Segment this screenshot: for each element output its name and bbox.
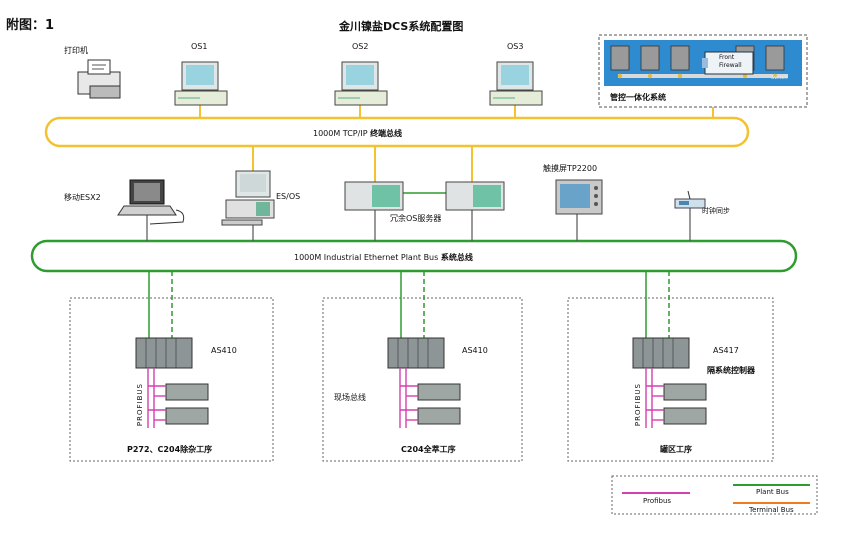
- server-right-icon: [445, 181, 505, 211]
- station-3-extra: 隔系统控制器: [707, 366, 755, 375]
- station-3-hardware: [632, 337, 707, 428]
- printer-icon: [77, 59, 121, 99]
- plant-bus: [30, 239, 798, 273]
- station-1-hardware: [135, 337, 209, 428]
- station-box-3: [567, 297, 774, 462]
- page-title: 金川镍盐DCS系统配置图: [339, 20, 464, 33]
- station-2-caption: C204全萃工序: [401, 445, 456, 454]
- switch-label: Switch: [771, 75, 788, 81]
- printer-label: 打印机: [64, 46, 88, 55]
- mobile-es-label: 移动ESX2: [64, 193, 101, 202]
- os2-computer-icon: [334, 61, 388, 106]
- legend-plant-bus-label: Plant Bus: [756, 488, 789, 496]
- time-sync-icon: [674, 190, 706, 209]
- station-2-hardware: [387, 337, 461, 428]
- front-firewall-label-2: Firewall: [719, 62, 742, 69]
- legend-profibus-label: Profibus: [643, 497, 672, 505]
- es-os-workstation-icon: [221, 170, 275, 226]
- legend-terminal-bus-label: Terminal Bus: [749, 506, 794, 514]
- station-1-caption: P272、C204除杂工序: [127, 445, 213, 454]
- station-1-profibus: PROFIBUS: [136, 383, 144, 427]
- time-sync-label: 时钟同步: [702, 207, 730, 215]
- touch-panel-icon: [555, 179, 603, 215]
- touch-screen-label: 触摸屏TP2200: [543, 164, 598, 173]
- station-3-caption: 罐区工序: [660, 445, 692, 454]
- es-os-label: ES/OS: [276, 192, 301, 201]
- firewall-box: [598, 34, 808, 108]
- plant-bus-label-prefix: 1000M Industrial Ethernet Plant Bus: [294, 253, 439, 262]
- station-box-2: [322, 297, 523, 462]
- terminal-bus-label-suffix: 终端总线: [370, 129, 403, 138]
- terminal-bus-label: 1000M TCP/IP 终端总线: [313, 128, 402, 139]
- os3-computer-icon: [489, 61, 543, 106]
- station-2-fieldbus: 现场总线: [334, 393, 366, 402]
- station-3-profibus: PROFIBUS: [634, 383, 642, 427]
- station-3-controller: AS417: [713, 346, 739, 355]
- firewall-caption: 管控一体化系统: [610, 93, 666, 102]
- terminal-bus: [44, 116, 750, 148]
- figure-label: 附图：1: [6, 18, 55, 33]
- plant-bus-label-suffix: 系统总线: [440, 253, 473, 262]
- station-2-controller: AS410: [462, 346, 488, 355]
- plant-bus-label: 1000M Industrial Ethernet Plant Bus 系统总线: [294, 252, 473, 263]
- front-firewall-label-1: Front: [719, 54, 735, 61]
- plant-drops: [146, 208, 691, 241]
- os1-computer-icon: [174, 61, 228, 106]
- legend-box: [611, 475, 818, 515]
- os1-label: OS1: [191, 42, 208, 51]
- mobile-es-laptop-icon: [117, 179, 185, 225]
- terminal-bus-label-prefix: 1000M TCP/IP: [313, 129, 368, 138]
- os3-label: OS3: [507, 42, 524, 51]
- station-1-controller: AS410: [211, 346, 237, 355]
- redundant-server-label: 冗余OS服务器: [390, 214, 442, 223]
- server-left-icon: [344, 181, 404, 211]
- os2-label: OS2: [352, 42, 369, 51]
